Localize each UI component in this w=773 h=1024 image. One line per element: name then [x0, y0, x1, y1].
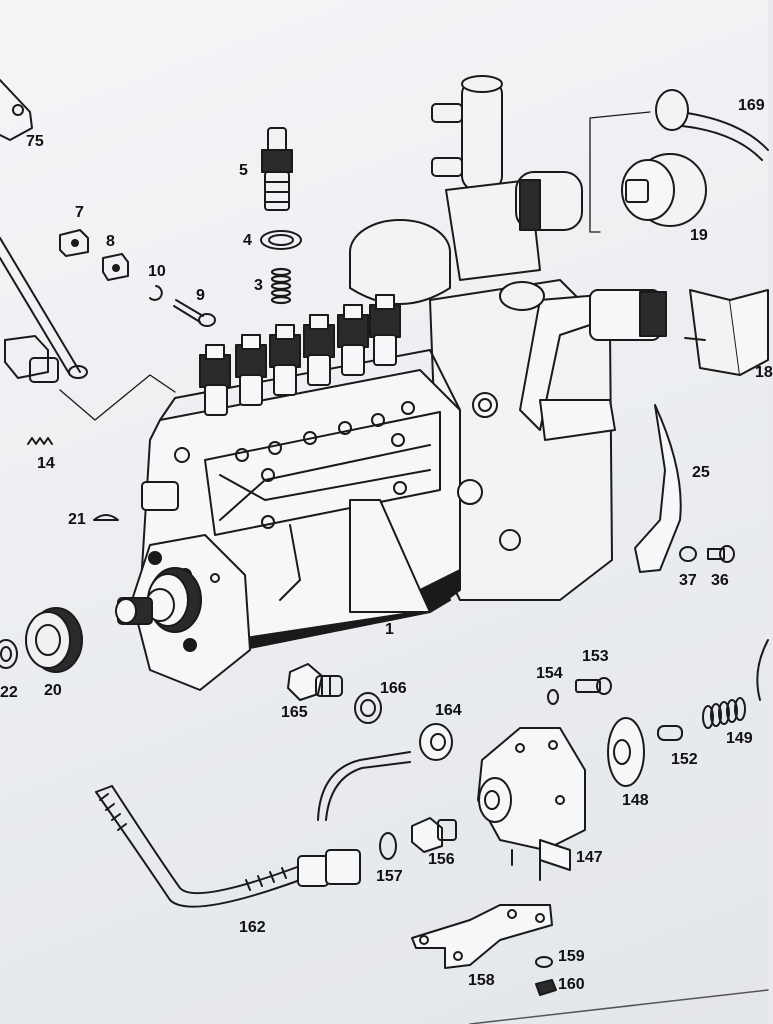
part-label-166: 166 [380, 680, 407, 697]
fuel-filter-assembly [431, 75, 583, 311]
control-rod [0, 237, 88, 379]
part-label-3: 3 [254, 277, 263, 294]
bracket-158 [411, 904, 553, 969]
washer-4-hole [268, 234, 294, 246]
key-21 [93, 514, 119, 521]
screw-153 [575, 677, 612, 695]
nut-37 [679, 546, 697, 562]
part-label-18: 18 [755, 364, 773, 381]
injection-pump-1 [115, 219, 667, 691]
part-label-4: 4 [243, 232, 252, 249]
bracket-75 [0, 79, 33, 141]
part-label-169: 169 [738, 97, 765, 114]
paper-edge [469, 989, 769, 1024]
screw-9 [173, 299, 216, 327]
pin-152 [657, 725, 683, 741]
block-7 [59, 229, 89, 257]
fitting-156 [411, 817, 457, 853]
knurled-nut-20 [25, 607, 83, 673]
part-label-19: 19 [690, 227, 708, 244]
leader-line-right [589, 111, 651, 233]
circlip-10 [149, 285, 163, 301]
part-label-158: 158 [468, 972, 495, 989]
part-label-36: 36 [711, 572, 729, 589]
part-label-5: 5 [239, 162, 248, 179]
washer-159 [535, 956, 553, 968]
part-label-165: 165 [281, 704, 308, 721]
part-label-22: 22 [0, 684, 18, 701]
pipe-164 [317, 723, 453, 821]
delivery-valve-row [199, 294, 401, 416]
part-label-25: 25 [692, 464, 710, 481]
delivery-valve-holder-5 [261, 127, 293, 211]
supply-pump-147 [477, 727, 586, 881]
bracket-25 [634, 404, 682, 573]
spring-14 [27, 437, 53, 445]
part-label-14: 14 [37, 455, 55, 472]
leader-line-left [59, 374, 176, 421]
disc-148 [607, 717, 645, 787]
part-label-147: 147 [576, 849, 603, 866]
part-label-152: 152 [671, 751, 698, 768]
part-label-149: 149 [726, 730, 753, 747]
partial-part-right-edge [756, 639, 769, 701]
fitting-left [4, 335, 59, 383]
part-label-148: 148 [622, 792, 649, 809]
part-label-20: 20 [44, 682, 62, 699]
part-label-160: 160 [558, 976, 585, 993]
washer-22 [0, 639, 18, 669]
part-label-154: 154 [536, 665, 563, 682]
spring-149 [702, 697, 746, 729]
part-label-10: 10 [148, 263, 166, 280]
spring-3 [270, 267, 292, 305]
block-8 [102, 253, 129, 281]
hose-162 [95, 785, 361, 908]
bolt-36 [707, 545, 735, 563]
washer-4 [260, 230, 302, 250]
part-label-159: 159 [558, 948, 585, 965]
part-label-21: 21 [68, 511, 86, 528]
washer-157 [379, 832, 397, 860]
part-label-162: 162 [239, 919, 266, 936]
cover-18 [684, 289, 769, 376]
part-label-157: 157 [376, 868, 403, 885]
washer-154 [547, 689, 559, 705]
part-label-37: 37 [679, 572, 697, 589]
banjo-bolt-165 [287, 663, 343, 701]
nut-160 [535, 979, 557, 996]
part-label-164: 164 [435, 702, 462, 719]
part-label-8: 8 [106, 233, 115, 250]
part-label-75: 75 [26, 133, 44, 150]
washer-166 [354, 692, 382, 724]
part-label-153: 153 [582, 648, 609, 665]
fuel-line-169 [655, 89, 769, 161]
cap-19 [621, 153, 707, 227]
part-label-1: 1 [385, 621, 394, 638]
part-label-7: 7 [75, 204, 84, 221]
part-label-9: 9 [196, 287, 205, 304]
part-label-156: 156 [428, 851, 455, 868]
